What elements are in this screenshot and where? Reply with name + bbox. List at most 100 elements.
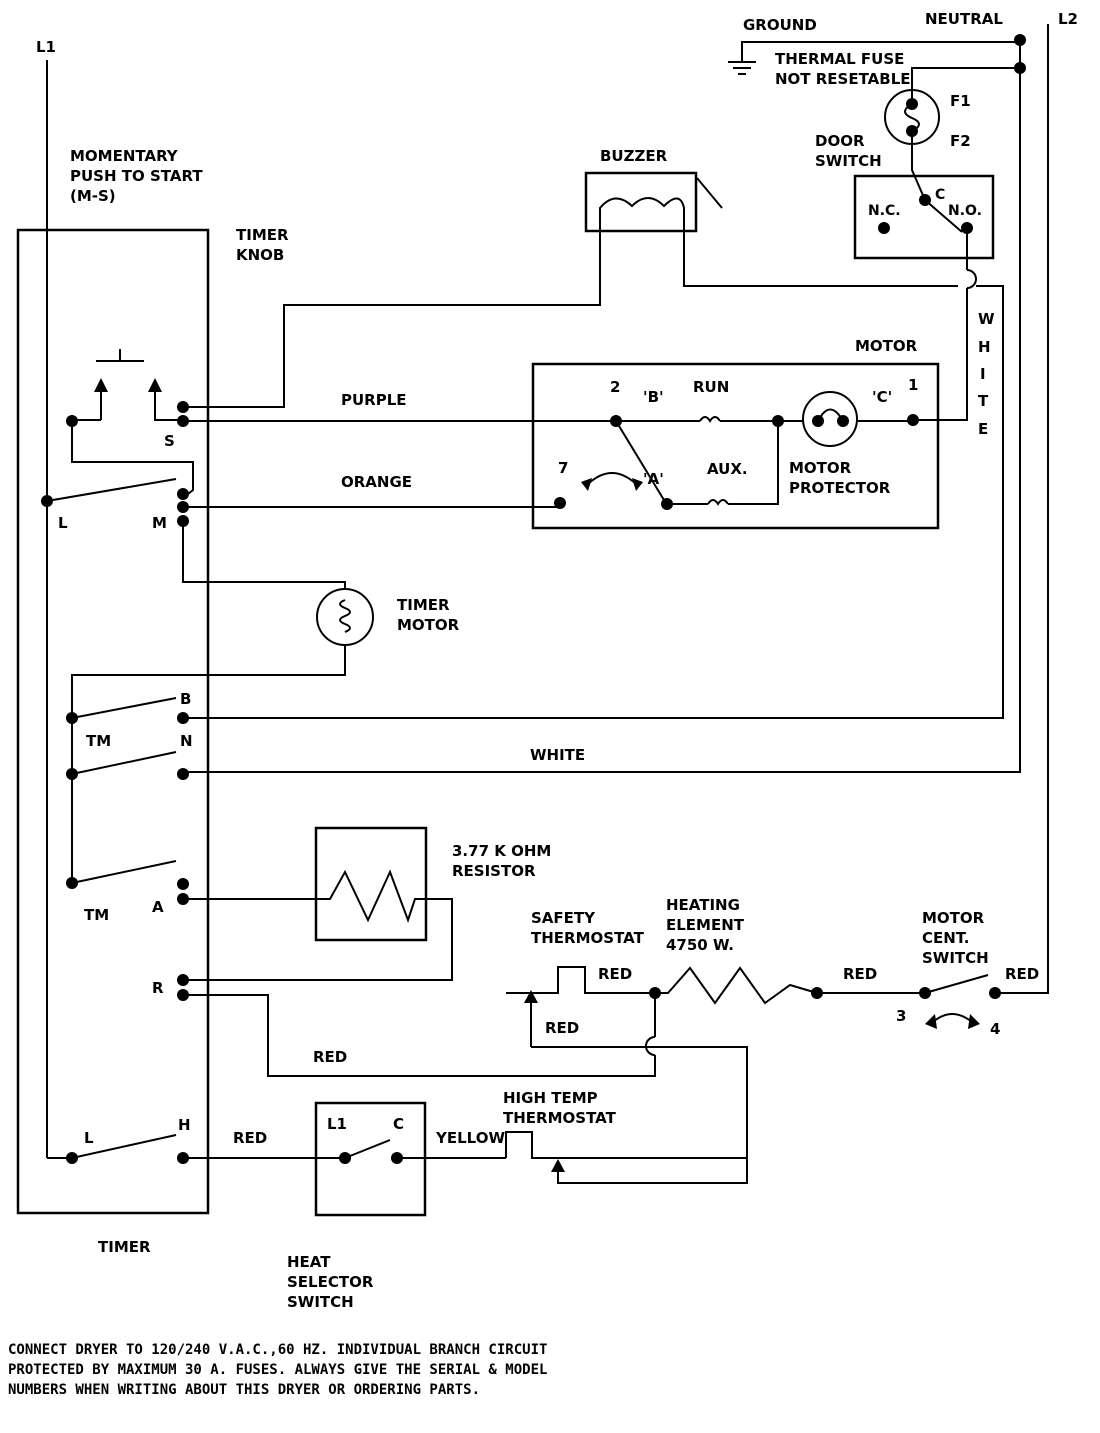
thermal-fuse: THERMAL FUSE NOT RESETABLE F1 F2 bbox=[775, 50, 1020, 201]
motor-box bbox=[531, 362, 940, 530]
motor-cent-switch-label-1: MOTOR bbox=[922, 909, 985, 927]
high-temp-thermostat-label-2: THERMOSTAT bbox=[503, 1109, 617, 1127]
motor-label: MOTOR bbox=[855, 337, 918, 355]
svg-text:H: H bbox=[978, 338, 991, 356]
door-switch-c-label: C bbox=[935, 187, 945, 203]
purple-wire-label: PURPLE bbox=[341, 391, 407, 409]
wire-crossover bbox=[966, 269, 977, 289]
high-temp-thermostat-symbol bbox=[505, 1131, 587, 1159]
fuse-f2-label: F2 bbox=[950, 132, 971, 150]
resistor-zigzag-icon bbox=[316, 869, 426, 923]
momentary-label-2: PUSH TO START bbox=[70, 167, 203, 185]
resistor: 3.77 K OHM RESISTOR bbox=[183, 826, 551, 981]
motor-switch-blade bbox=[615, 420, 668, 506]
white-vertical-label: W H I T E bbox=[978, 310, 995, 438]
heat-selector-blade bbox=[344, 1139, 391, 1159]
safety-thermostat-label-2: THERMOSTAT bbox=[531, 929, 645, 947]
timer-terminal-tm-lower: TM bbox=[84, 906, 109, 924]
motor-cent-switch-label-2: CENT. bbox=[922, 929, 969, 947]
cent-switch-pos-4: 4 bbox=[990, 1020, 1000, 1038]
heating-circuit: SAFETY THERMOSTAT HEATING ELEMENT 4750 W… bbox=[183, 896, 1039, 1159]
l1-label: L1 bbox=[36, 38, 56, 56]
heat-selector-circuit: RED L1 C YELLOW HEAT SELECTOR SWITCH HIG… bbox=[183, 1089, 748, 1311]
footer-line-1: CONNECT DRYER TO 120/240 V.A.C.,60 HZ. I… bbox=[8, 1342, 547, 1358]
power-rails: L1 L2 GROUND NEUTRAL bbox=[36, 10, 1078, 1152]
motor-c-label: 'C' bbox=[872, 388, 892, 406]
red-wire-label-safety: RED bbox=[598, 965, 632, 983]
door-switch-box bbox=[853, 174, 995, 260]
run-winding-icon bbox=[699, 416, 721, 423]
timer-box bbox=[16, 228, 210, 1215]
cent-switch-arrow-icon bbox=[932, 1013, 973, 1023]
l2-label: L2 bbox=[1058, 10, 1078, 28]
buzzer-coil-icon bbox=[599, 197, 685, 230]
push-button-icon bbox=[94, 349, 183, 421]
timer-terminal-l-upper: L bbox=[58, 514, 68, 532]
heating-element-zigzag-icon bbox=[655, 966, 818, 1005]
red-wire-label-element: RED bbox=[843, 965, 877, 983]
momentary-label-1: MOMENTARY bbox=[70, 147, 179, 165]
motor-run-label: RUN bbox=[693, 378, 729, 396]
motor-b-label: 'B' bbox=[643, 388, 664, 406]
red-wire-label-timer-h: RED bbox=[233, 1129, 267, 1147]
door-switch-label-2: SWITCH bbox=[815, 152, 882, 170]
timer-terminal-l-lower: L bbox=[84, 1129, 94, 1147]
thermal-fuse-label-2: NOT RESETABLE bbox=[775, 70, 911, 88]
door-switch-nc-label: N.C. bbox=[868, 203, 901, 219]
fuse-f1-label: F1 bbox=[950, 92, 971, 110]
fuse-link-icon bbox=[904, 103, 920, 132]
momentary-label-3: (M-S) bbox=[70, 187, 116, 205]
timer: MOMENTARY PUSH TO START (M-S) TIMER KNOB… bbox=[16, 147, 346, 1256]
heat-selector-label-3: SWITCH bbox=[287, 1293, 354, 1311]
motor-aux-label: AUX. bbox=[707, 460, 748, 478]
heat-selector-label-2: SELECTOR bbox=[287, 1273, 374, 1291]
red-wire-label-cent: RED bbox=[1005, 965, 1039, 983]
motor-protector-label-2: PROTECTOR bbox=[789, 479, 891, 497]
cent-switch-blade bbox=[924, 974, 989, 994]
motor-terminal-7: 7 bbox=[558, 459, 568, 477]
timer-terminal-s: S bbox=[164, 432, 175, 450]
footer-line-2: PROTECTED BY MAXIMUM 30 A. FUSES. ALWAYS… bbox=[8, 1362, 547, 1378]
timer-terminal-r: R bbox=[152, 979, 164, 997]
timer-label: TIMER bbox=[98, 1238, 151, 1256]
heating-element-label-1: HEATING bbox=[666, 896, 740, 914]
motor-protector-circle bbox=[802, 391, 858, 447]
buzzer: BUZZER bbox=[183, 147, 1004, 719]
white-wire-label: WHITE bbox=[530, 746, 585, 764]
red-wire-label-safety-below: RED bbox=[545, 1019, 579, 1037]
buzzer-label: BUZZER bbox=[600, 147, 668, 165]
ground-label: GROUND bbox=[743, 16, 817, 34]
red-wire-label-timer-r: RED bbox=[313, 1048, 347, 1066]
motor-rotation-arrow-icon bbox=[587, 472, 637, 485]
heating-element-label-2: ELEMENT bbox=[666, 916, 745, 934]
high-temp-thermostat-label-1: HIGH TEMP bbox=[503, 1089, 598, 1107]
timer-knob-label-1: TIMER bbox=[236, 226, 289, 244]
safety-thermostat-label-1: SAFETY bbox=[531, 909, 596, 927]
motor-terminal-2: 2 bbox=[610, 378, 620, 396]
buzzer-box bbox=[584, 171, 698, 233]
timer-terminal-a: A bbox=[152, 898, 164, 916]
timer-motor-circle bbox=[316, 588, 374, 646]
neutral-label: NEUTRAL bbox=[925, 10, 1003, 28]
timer-terminal-h: H bbox=[178, 1116, 191, 1134]
heating-element-label-3: 4750 W. bbox=[666, 936, 734, 954]
svg-text:I: I bbox=[980, 365, 986, 383]
cent-switch-pos-3: 3 bbox=[896, 1007, 906, 1025]
motor-protector-label-1: MOTOR bbox=[789, 459, 852, 477]
timer-terminal-tm-upper: TM bbox=[86, 732, 111, 750]
resistor-label-1: 3.77 K OHM bbox=[452, 842, 551, 860]
timer-knob-label-2: KNOB bbox=[236, 246, 284, 264]
door-switch-label-1: DOOR bbox=[815, 132, 865, 150]
aux-winding-icon bbox=[707, 499, 729, 506]
resistor-label-2: RESISTOR bbox=[452, 862, 536, 880]
footer-line-3: NUMBERS WHEN WRITING ABOUT THIS DRYER OR… bbox=[8, 1382, 480, 1398]
timer-motor-label-2: MOTOR bbox=[397, 616, 460, 634]
heat-selector-label-1: HEAT bbox=[287, 1253, 331, 1271]
svg-text:W: W bbox=[978, 310, 995, 328]
timer-terminal-b: B bbox=[180, 690, 191, 708]
b-terminal-wire bbox=[183, 285, 1004, 719]
motor-cent-switch-label-3: SWITCH bbox=[922, 949, 989, 967]
neutral-white-wire bbox=[183, 68, 1021, 773]
motor: MOTOR PURPLE ORANGE 2 'B' RUN 'C' 1 7 'A… bbox=[183, 337, 940, 530]
